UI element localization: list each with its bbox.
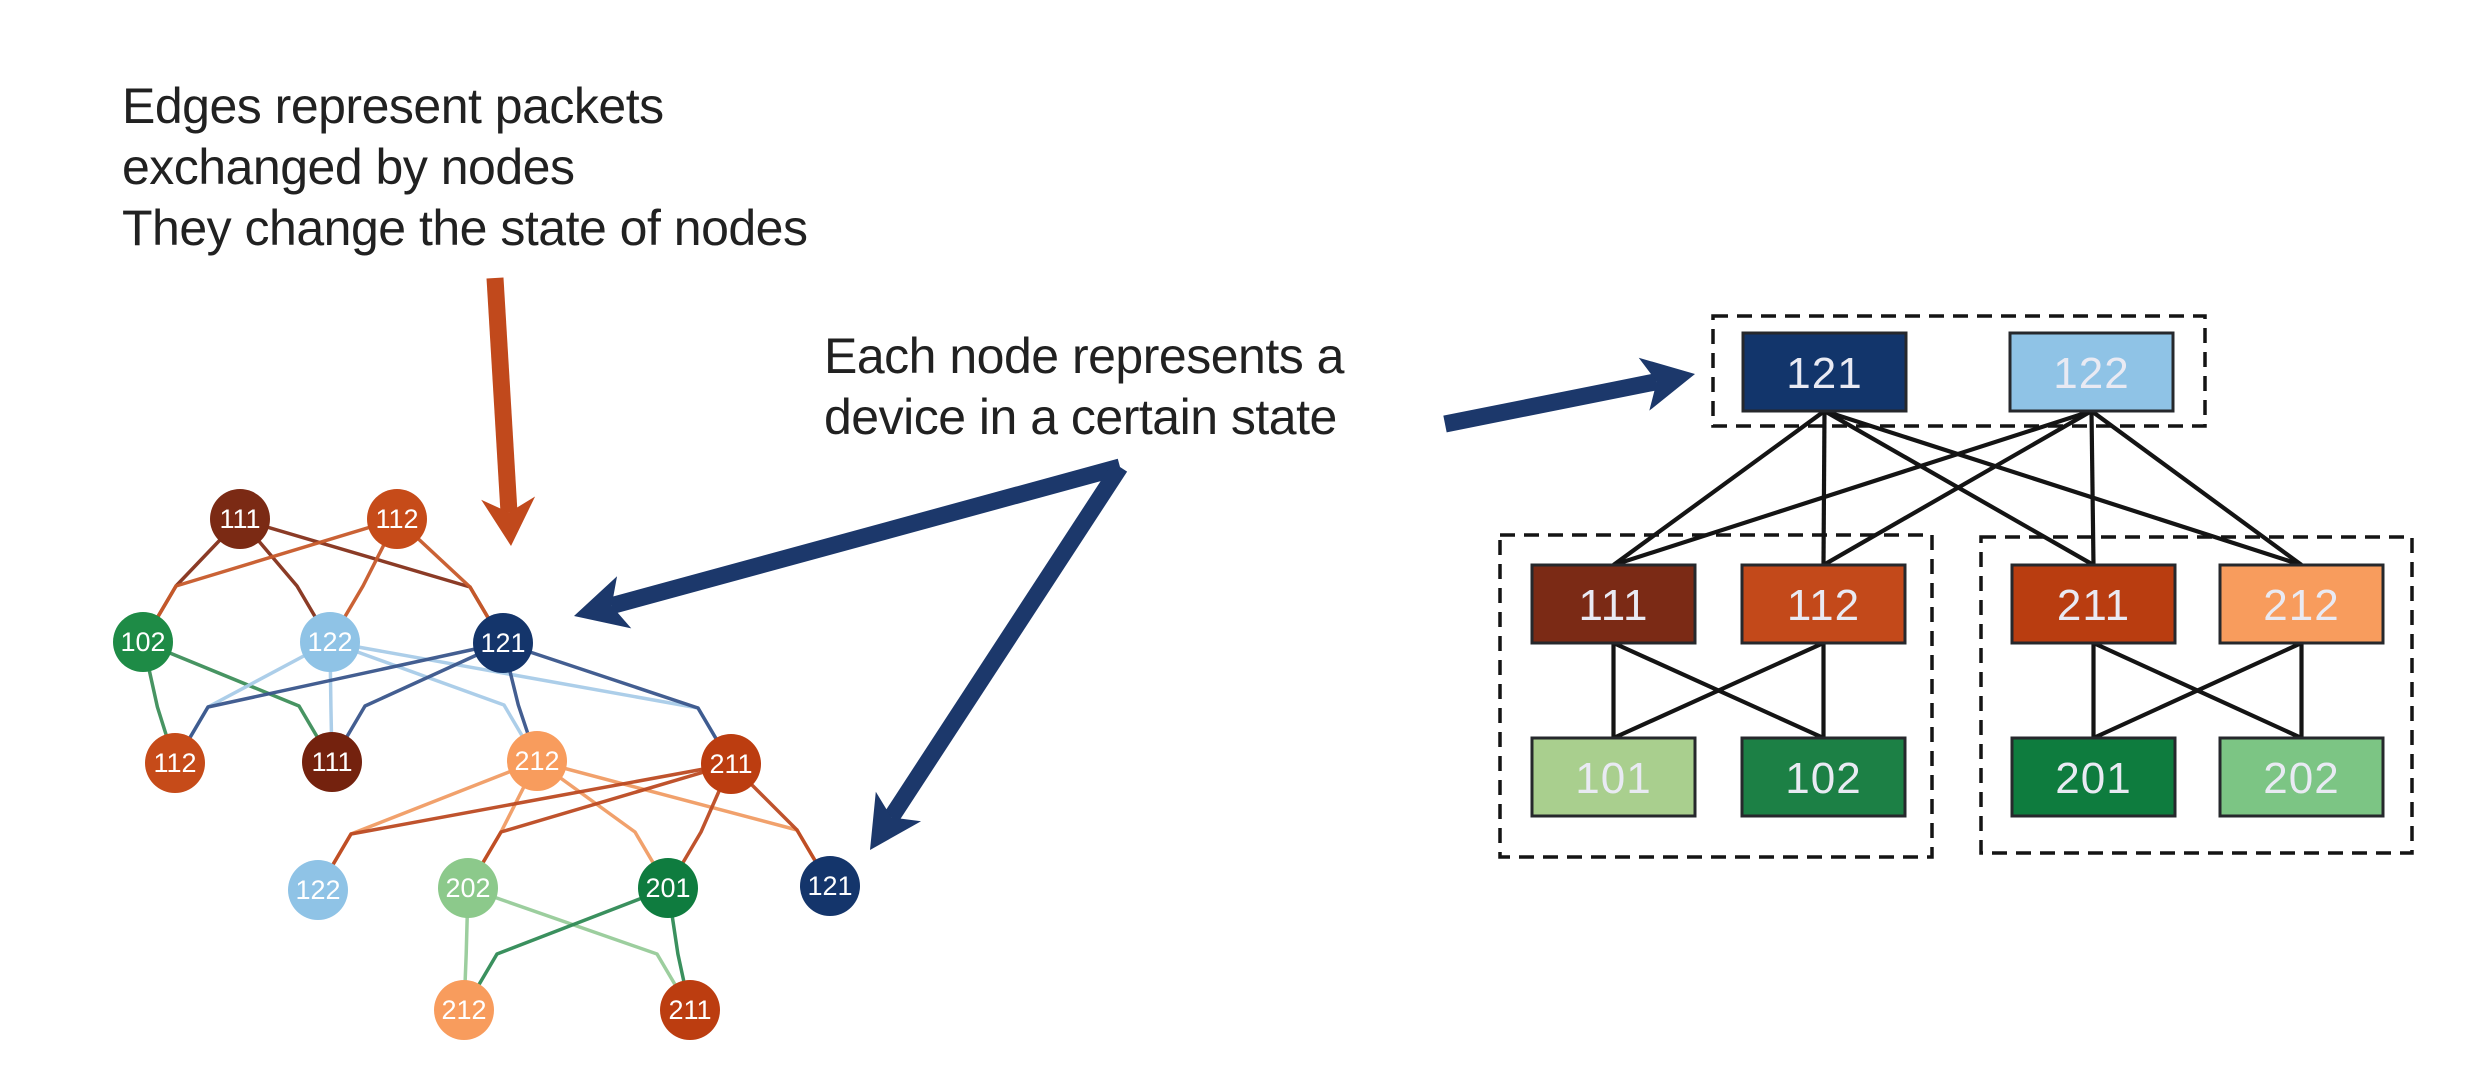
device-group-border bbox=[1979, 535, 2414, 855]
state-link-edge bbox=[1612, 409, 1826, 567]
state-link-edge bbox=[1823, 409, 2303, 567]
state-box bbox=[2008, 331, 2175, 413]
state-box-label: 201 bbox=[2055, 754, 2131, 803]
annotation-line: Each node represents a bbox=[824, 328, 1344, 384]
edges-annotation: Edges represent packets exchanged by nod… bbox=[122, 76, 808, 259]
state-node bbox=[302, 732, 362, 792]
annotation-line: Edges represent packets bbox=[122, 78, 664, 134]
state-node bbox=[438, 858, 498, 918]
state-link-edge bbox=[1822, 409, 2093, 567]
state-node bbox=[701, 734, 761, 794]
state-node bbox=[434, 980, 494, 1040]
state-link-edge bbox=[2092, 641, 2303, 740]
state-node bbox=[367, 489, 427, 549]
state-box-label: 101 bbox=[1575, 754, 1651, 803]
device-group-border bbox=[1498, 533, 1934, 859]
state-node-label: 212 bbox=[441, 995, 486, 1025]
state-box bbox=[1530, 563, 1697, 645]
state-box-label: 121 bbox=[1786, 349, 1862, 398]
packet-edges-arrow-shaft bbox=[486, 277, 518, 513]
state-link-edge bbox=[2089, 410, 2096, 566]
state-box-label: 122 bbox=[2053, 349, 2129, 398]
state-node-label: 202 bbox=[445, 873, 490, 903]
state-box bbox=[2218, 563, 2385, 645]
annotation-line: exchanged by nodes bbox=[122, 139, 575, 195]
state-node bbox=[660, 980, 720, 1040]
right-diagram-boxes: 121 122 111 112 211 212 101 102 201 202 bbox=[1530, 331, 2385, 818]
node-callout-arrow-right-head bbox=[1638, 357, 1695, 411]
state-node-label: 122 bbox=[307, 627, 352, 657]
state-box-label: 212 bbox=[2263, 581, 2339, 630]
annotation-line: device in a certain state bbox=[824, 389, 1337, 445]
callout-arrows bbox=[481, 277, 1695, 850]
state-node bbox=[113, 612, 173, 672]
state-node-label: 201 bbox=[645, 873, 690, 903]
state-link-edge bbox=[1612, 409, 2093, 567]
nodes-annotation: Each node represents a device in a certa… bbox=[824, 326, 1344, 448]
state-box bbox=[2218, 736, 2385, 818]
state-node bbox=[473, 613, 533, 673]
state-node bbox=[288, 860, 348, 920]
state-node-label: 211 bbox=[709, 749, 752, 779]
state-node-label: 211 bbox=[668, 995, 711, 1025]
state-node bbox=[300, 612, 360, 672]
node-callout-arrow-lower-shaft bbox=[884, 462, 1128, 822]
packet-edge bbox=[466, 762, 733, 890]
state-box-label: 102 bbox=[1785, 754, 1861, 803]
state-box-label: 112 bbox=[1787, 581, 1860, 630]
node-callout-arrow-right-shaft bbox=[1443, 373, 1659, 433]
state-link-edge bbox=[1612, 641, 1825, 740]
state-box-label: 202 bbox=[2263, 754, 2339, 803]
node-callout-arrow-lower-head bbox=[870, 791, 922, 850]
state-box bbox=[2010, 736, 2177, 818]
state-node bbox=[800, 856, 860, 916]
state-box bbox=[2010, 563, 2177, 645]
state-node-label: 102 bbox=[120, 627, 165, 657]
state-box-label: 111 bbox=[1579, 581, 1649, 630]
state-node bbox=[210, 489, 270, 549]
annotation-line: They change the state of nodes bbox=[122, 200, 808, 256]
node-callout-arrow-upper-head bbox=[574, 576, 632, 629]
right-diagram-edges bbox=[1611, 409, 2304, 740]
left-graph-nodes: 111 112 102 122 121 112 111 212 211 122 202 201 121 2… bbox=[113, 489, 860, 1040]
state-box bbox=[1530, 736, 1697, 818]
state-box bbox=[1740, 736, 1907, 818]
state-node bbox=[638, 858, 698, 918]
node-callout-arrow-upper-shaft bbox=[609, 458, 1123, 614]
state-node-label: 122 bbox=[295, 875, 340, 905]
state-node-label: 111 bbox=[219, 504, 260, 534]
state-link-edge bbox=[1821, 410, 1827, 566]
state-box bbox=[1741, 331, 1908, 413]
state-node bbox=[145, 733, 205, 793]
packet-edges-arrow-head bbox=[481, 496, 536, 546]
device-group-border bbox=[1711, 314, 2207, 428]
right-diagram-groups bbox=[1498, 314, 2414, 859]
state-node-label: 111 bbox=[311, 747, 352, 777]
state-node-label: 112 bbox=[153, 748, 196, 778]
state-node-label: 121 bbox=[480, 628, 525, 658]
state-link-edge bbox=[2090, 409, 2303, 567]
state-box bbox=[1740, 563, 1907, 645]
state-node-label: 112 bbox=[375, 504, 418, 534]
state-box-label: 211 bbox=[2057, 581, 2130, 630]
state-node-label: 121 bbox=[807, 871, 852, 901]
state-node-label: 212 bbox=[514, 746, 559, 776]
state-node bbox=[507, 731, 567, 791]
